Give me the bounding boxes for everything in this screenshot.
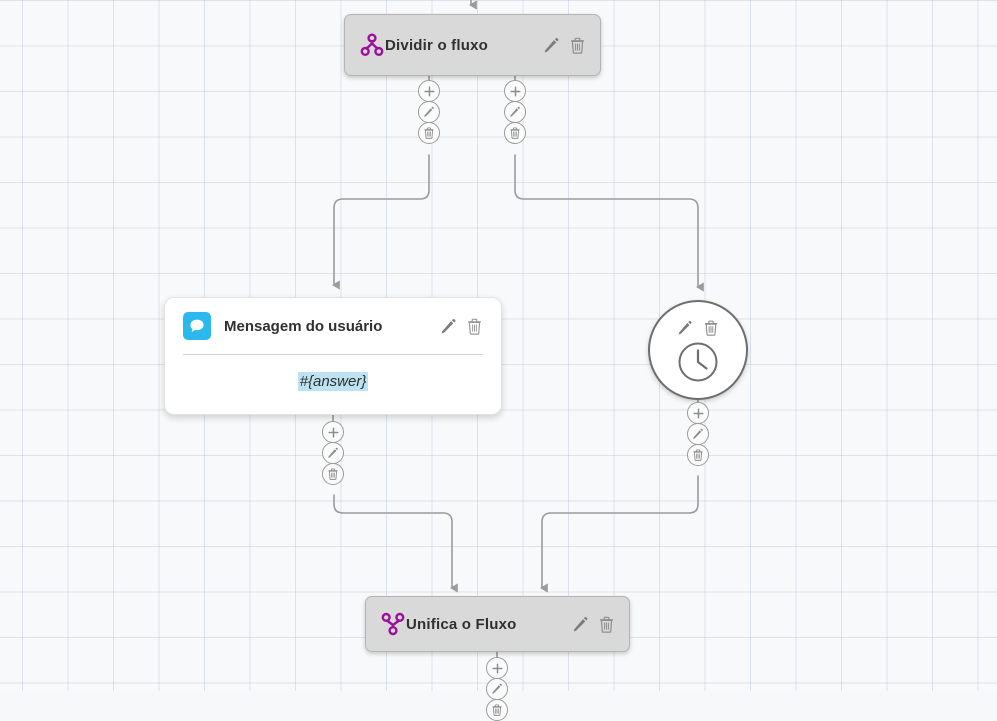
edit-connector-button[interactable] [486,678,508,700]
merge-flow-actions [554,616,615,633]
node-timer[interactable] [648,300,748,400]
trash-icon [692,449,704,461]
trash-icon[interactable] [703,320,719,336]
add-connector-button[interactable] [486,657,508,679]
user-message-divider [183,354,483,355]
plus-icon [491,662,504,675]
edit-connector-button[interactable] [504,101,526,123]
merge-flow-title: Unifica o Fluxo [406,615,517,633]
merge-flow-icon [380,611,406,637]
pencil-icon [491,683,503,695]
clock-icon [676,340,720,389]
delete-connector-button[interactable] [687,444,709,466]
node-split-flow[interactable]: Dividir o fluxo [344,14,601,76]
delete-connector-button[interactable] [322,463,344,485]
delete-connector-button[interactable] [486,699,508,721]
edge-split-to-timer [514,154,704,292]
delete-connector-button[interactable] [504,122,526,144]
merge-connector [486,657,508,721]
plus-icon [423,85,436,98]
pencil-icon[interactable] [440,318,457,335]
edit-connector-button[interactable] [322,442,344,464]
trash-icon[interactable] [598,616,615,633]
edit-connector-button[interactable] [418,101,440,123]
answer-token[interactable]: #{answer} [297,372,369,391]
add-connector-button[interactable] [418,80,440,102]
pencil-icon [327,447,339,459]
edge-split-to-message [332,154,430,290]
node-merge-flow[interactable]: Unifica o Fluxo [365,596,630,652]
add-connector-button[interactable] [504,80,526,102]
trash-icon[interactable] [466,318,483,335]
chat-bubble-icon [183,312,211,340]
pencil-icon[interactable] [543,37,560,54]
plus-icon [327,426,340,439]
timer-actions [677,320,719,336]
user-message-header: Mensagem do usuário [165,298,501,340]
add-connector-button[interactable] [687,402,709,424]
split-right-connector [504,80,526,144]
plus-icon [692,407,705,420]
user-message-title: Mensagem do usuário [224,317,383,335]
split-left-connector [418,80,440,144]
pencil-icon [692,428,704,440]
timer-connector [687,402,709,466]
pencil-icon[interactable] [677,320,693,336]
message-connector [322,421,344,485]
add-connector-button[interactable] [322,421,344,443]
delete-connector-button[interactable] [418,122,440,144]
node-user-message[interactable]: Mensagem do usuário [164,297,502,415]
trash-icon [423,127,435,139]
split-flow-title: Dividir o fluxo [385,36,489,54]
edit-connector-button[interactable] [687,423,709,445]
edge-timer-to-merge [540,475,699,593]
edge-message-to-merge [333,494,458,593]
trash-icon [509,127,521,139]
split-flow-icon [359,32,385,58]
trash-icon [327,468,339,480]
split-flow-actions [525,37,586,54]
pencil-icon [423,106,435,118]
plus-icon [509,85,522,98]
pencil-icon[interactable] [572,616,589,633]
trash-icon[interactable] [569,37,586,54]
trash-icon [491,704,503,716]
user-message-body[interactable]: #{answer} [165,355,501,414]
pencil-icon [509,106,521,118]
user-message-actions [422,318,483,335]
